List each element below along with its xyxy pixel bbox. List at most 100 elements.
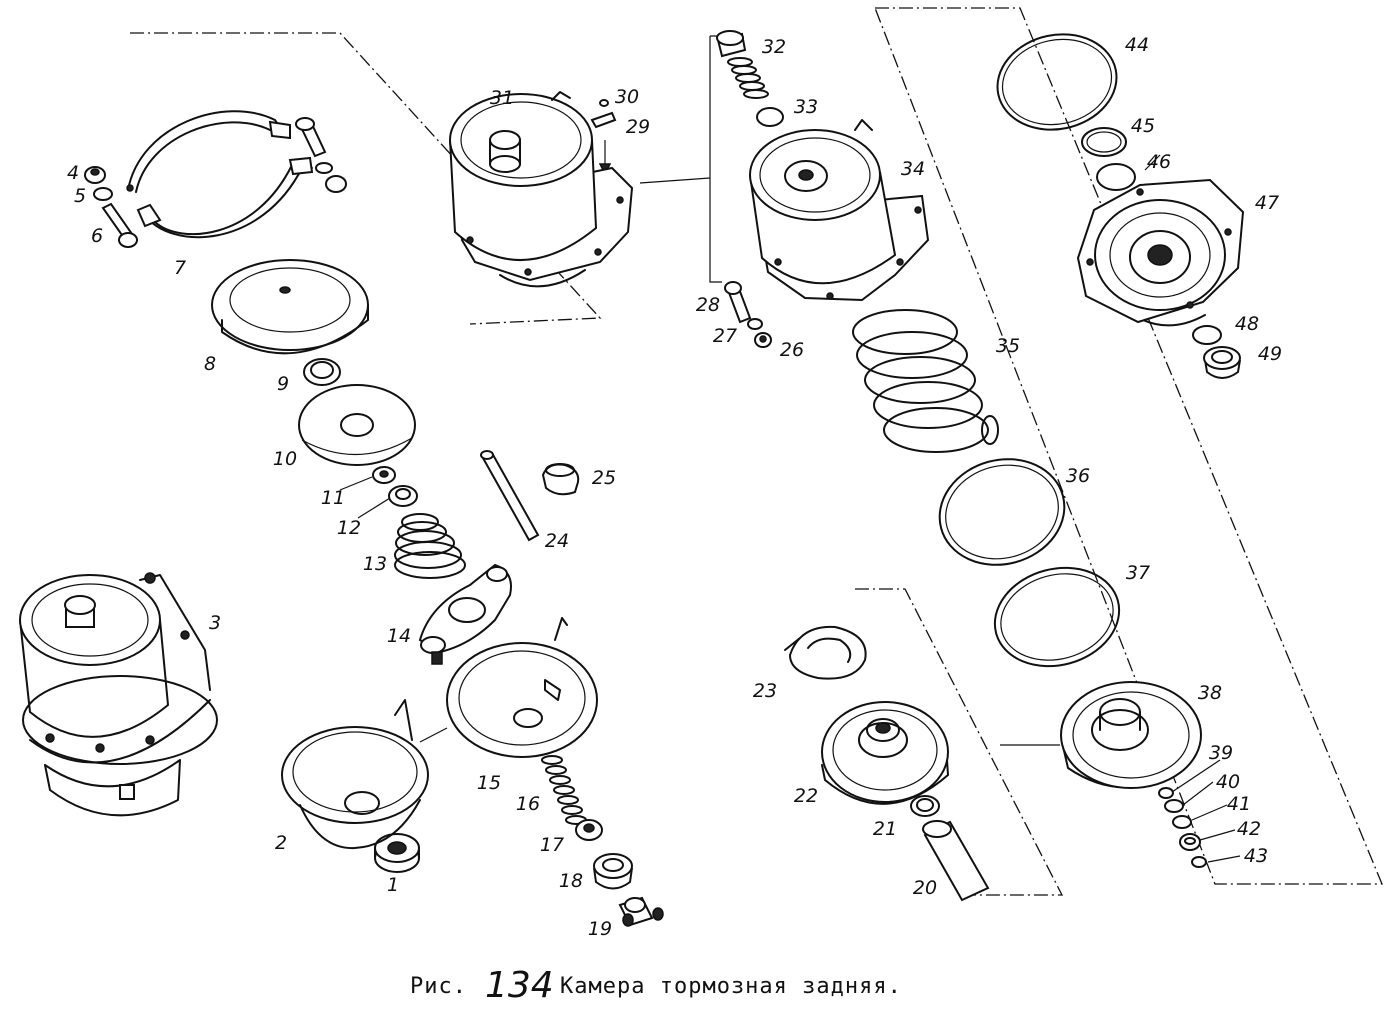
part-40-washer — [1164, 799, 1184, 813]
callout-14: 14 — [387, 625, 411, 647]
callout-18: 18 — [559, 870, 583, 892]
callout-22: 22 — [794, 785, 818, 807]
part-9-ring — [303, 358, 341, 386]
callout-13: 13 — [363, 553, 387, 575]
callout-46: 46 — [1147, 151, 1171, 173]
callout-36: 36 — [1066, 465, 1090, 487]
callout-1: 1 — [387, 874, 399, 896]
part-36-ring — [938, 458, 1066, 566]
callout-4: 4 — [67, 162, 79, 184]
part-33-ring — [756, 107, 784, 127]
part-28-bolt — [724, 281, 752, 324]
part-14-plate — [418, 563, 512, 665]
part-2-cover — [281, 699, 429, 850]
part-6-bolt — [101, 202, 138, 248]
part-7-clamp-bolt — [295, 117, 347, 193]
part-8-diaphragm — [211, 259, 369, 355]
callout-20: 20 — [913, 877, 937, 899]
callout-45: 45 — [1131, 115, 1155, 137]
callout-31: 31 — [490, 87, 514, 109]
part-47-flange — [1076, 178, 1245, 327]
part-13-boot — [394, 513, 466, 579]
callout-35: 35 — [996, 335, 1020, 357]
caption-number: 134 — [485, 965, 554, 1006]
part-31-housing — [449, 91, 634, 288]
part-18-fitting — [593, 853, 633, 890]
part-39-ring — [1158, 787, 1174, 799]
callout-29: 29 — [626, 116, 650, 138]
callout-33: 33 — [794, 96, 818, 118]
callout-41: 41 — [1227, 793, 1251, 815]
part-42-nut — [1179, 833, 1201, 851]
callout-43: 43 — [1244, 845, 1268, 867]
part-23-split-ring — [784, 625, 867, 680]
caption-title: Камера тормозная задняя. — [560, 974, 902, 999]
part-44-ring — [996, 33, 1118, 131]
part-38-piston — [1060, 681, 1202, 789]
part-27-washer — [747, 318, 763, 330]
callout-28: 28 — [696, 294, 720, 316]
callout-25: 25 — [592, 467, 616, 489]
part-43-ring — [1191, 856, 1207, 868]
callout-8: 8 — [204, 353, 216, 375]
callout-26: 26 — [780, 339, 804, 361]
part-41-ring — [1172, 815, 1192, 829]
callout-7: 7 — [174, 257, 186, 279]
part-32-bolt-spring — [716, 30, 769, 99]
callout-21: 21 — [873, 818, 897, 840]
callout-24: 24 — [545, 530, 569, 552]
callout-19: 19 — [588, 918, 612, 940]
part-45-ring — [1081, 127, 1127, 157]
callout-6: 6 — [91, 225, 103, 247]
callout-27: 27 — [713, 325, 737, 347]
part-7-clamp-ring — [126, 110, 314, 239]
part-4-nut — [84, 166, 106, 184]
part-20-pin — [922, 820, 990, 902]
part-46-ring — [1096, 163, 1136, 191]
part-17-nut — [575, 819, 603, 841]
part-24-rod — [480, 450, 540, 542]
part-10-disc — [298, 384, 416, 466]
part-15-bowl — [446, 617, 598, 758]
part-30-plate — [590, 99, 617, 129]
callout-23: 23 — [753, 680, 777, 702]
part-25-clip — [541, 463, 580, 496]
part-1-nut — [374, 833, 420, 873]
callout-49: 49 — [1258, 343, 1282, 365]
callout-44: 44 — [1125, 34, 1149, 56]
callout-34: 34 — [901, 158, 925, 180]
callout-leaders — [339, 154, 1241, 863]
callout-9: 9 — [277, 373, 289, 395]
callout-30: 30 — [615, 86, 639, 108]
part-21-ring — [910, 795, 940, 817]
part-26-nut — [754, 332, 772, 348]
callout-12: 12 — [337, 517, 361, 539]
callout-15: 15 — [477, 772, 501, 794]
part-3-chamber-assembly — [19, 572, 218, 817]
callout-40: 40 — [1216, 771, 1240, 793]
callout-10: 10 — [273, 448, 297, 470]
callout-38: 38 — [1198, 682, 1222, 704]
callout-5: 5 — [74, 185, 86, 207]
callout-labels: 1 2 3 4 5 6 7 8 9 10 11 12 13 14 15 16 1… — [67, 34, 1282, 940]
part-35-spring — [852, 309, 999, 453]
part-37-ring — [993, 566, 1121, 668]
callout-48: 48 — [1235, 313, 1259, 335]
callout-3: 3 — [209, 612, 221, 634]
part-34-housing — [749, 119, 930, 302]
callout-11: 11 — [321, 487, 345, 509]
part-5-washer — [93, 187, 113, 201]
callout-39: 39 — [1209, 742, 1233, 764]
part-19-fitting — [618, 896, 664, 927]
callout-2: 2 — [275, 832, 287, 854]
part-12-nut — [388, 485, 418, 507]
callout-17: 17 — [540, 834, 564, 856]
callout-32: 32 — [762, 36, 786, 58]
callout-47: 47 — [1255, 192, 1279, 214]
caption-prefix: Рис. — [410, 974, 467, 999]
callout-37: 37 — [1126, 562, 1150, 584]
part-22-piston — [821, 701, 949, 805]
callout-42: 42 — [1237, 818, 1261, 840]
part-11-washer — [372, 466, 396, 484]
